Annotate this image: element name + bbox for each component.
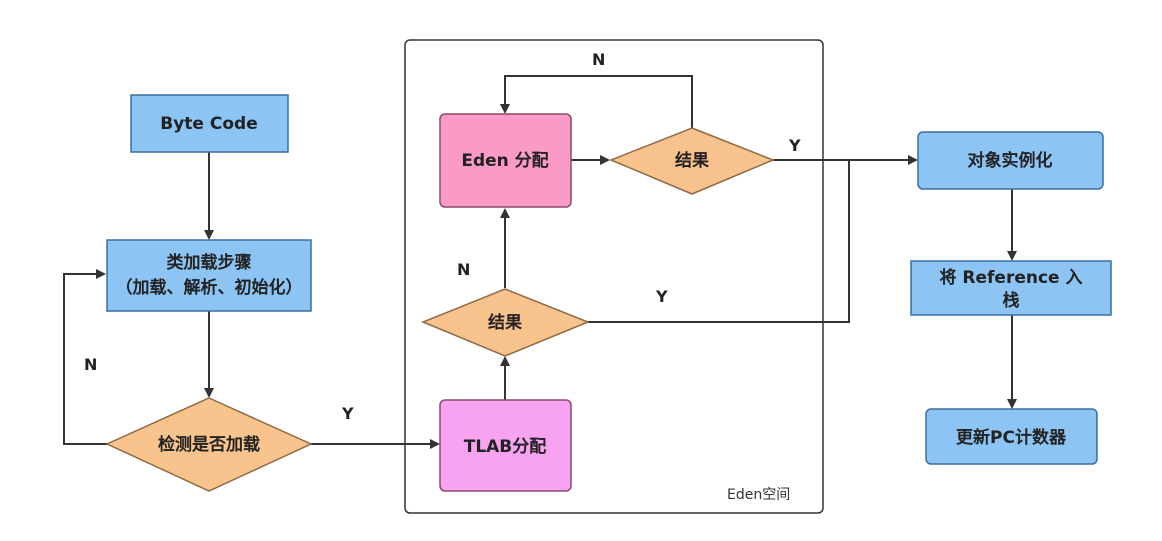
node-check-loaded[interactable]: 检测是否加载 bbox=[105, 397, 313, 492]
node-tlab-alloc-label: TLAB分配 bbox=[464, 437, 547, 457]
node-result-upper[interactable]: 结果 bbox=[609, 127, 775, 195]
node-result-upper-shape bbox=[609, 127, 775, 195]
edge-label-lower-no: N bbox=[457, 260, 470, 279]
eden-region-label: Eden空间 bbox=[727, 487, 790, 503]
node-class-load-shape bbox=[106, 239, 312, 312]
node-tlab-alloc-shape bbox=[439, 399, 572, 492]
node-push-reference-shape bbox=[910, 260, 1112, 316]
node-check-loaded-shape bbox=[105, 397, 313, 492]
node-class-load[interactable]: 类加载步骤 （加载、解析、初始化） bbox=[106, 239, 312, 312]
node-check-loaded-label: 检测是否加载 bbox=[158, 434, 260, 455]
node-push-reference-label-line1: 将 Reference 入 bbox=[939, 267, 1082, 288]
edge-label-upper-no: N bbox=[592, 50, 605, 69]
node-push-reference-label-line2: 栈 bbox=[1003, 290, 1020, 311]
node-result-upper-label: 结果 bbox=[675, 150, 709, 171]
node-eden-alloc[interactable]: Eden 分配 bbox=[439, 113, 572, 208]
node-byte-code-shape bbox=[130, 94, 289, 153]
edge-label-lower-yes: Y bbox=[655, 287, 668, 306]
edges bbox=[63, 75, 1017, 449]
node-eden-alloc-label: Eden 分配 bbox=[461, 151, 548, 171]
edge-result-upper-no-loop bbox=[500, 75, 693, 128]
edge-label-check-no: N bbox=[84, 355, 97, 374]
node-byte-code[interactable]: Byte Code bbox=[130, 94, 289, 153]
eden-region bbox=[404, 39, 824, 514]
edge-label-upper-yes: Y bbox=[788, 136, 801, 155]
node-class-load-label-line2: （加载、解析、初始化） bbox=[116, 277, 303, 298]
node-instantiate-label: 对象实例化 bbox=[968, 150, 1053, 171]
node-update-pc[interactable]: 更新PC计数器 bbox=[925, 408, 1098, 465]
node-result-lower[interactable]: 结果 bbox=[421, 288, 591, 357]
node-eden-alloc-shape bbox=[439, 113, 572, 208]
node-result-lower-label: 结果 bbox=[488, 312, 522, 333]
node-byte-code-label: Byte Code bbox=[160, 114, 257, 134]
node-class-load-label-line1: 类加载步骤 bbox=[167, 252, 252, 273]
node-update-pc-shape bbox=[925, 408, 1098, 465]
node-instantiate[interactable]: 对象实例化 bbox=[917, 131, 1104, 190]
edge-check-no-loop bbox=[63, 269, 107, 445]
edge-label-check-yes: Y bbox=[341, 404, 354, 423]
node-tlab-alloc[interactable]: TLAB分配 bbox=[439, 399, 572, 492]
node-instantiate-shape bbox=[917, 131, 1104, 190]
node-push-reference[interactable]: 将 Reference 入 栈 bbox=[910, 260, 1112, 316]
edge-result-lower-yes-to-instantiate bbox=[588, 160, 850, 323]
node-update-pc-label: 更新PC计数器 bbox=[956, 427, 1067, 448]
node-result-lower-shape bbox=[421, 288, 591, 357]
